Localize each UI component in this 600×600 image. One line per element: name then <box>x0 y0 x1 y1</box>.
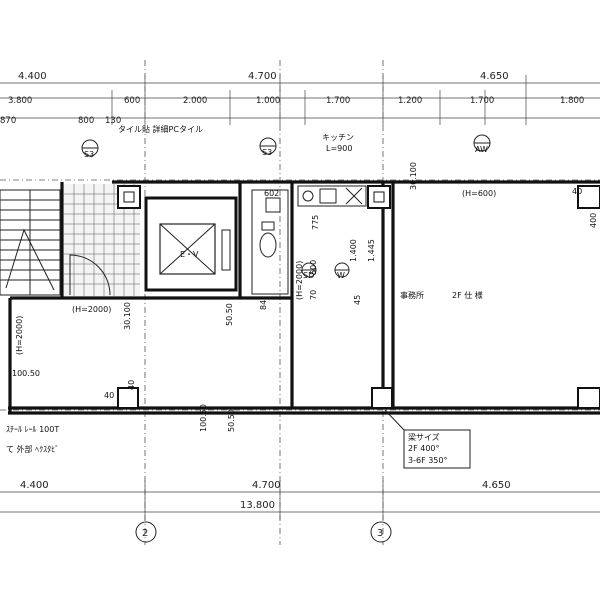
office-label: 2F 仕 様 <box>452 290 483 300</box>
ext-note: て 外部 ﾍｸｽﾀﾋﾞ <box>6 444 59 454</box>
wc-height: (H=2000) <box>295 261 304 300</box>
dim-40-c: 40 <box>572 187 582 196</box>
dim-top-sub-7: 1.700 <box>470 96 494 106</box>
spec-row-1: 2F 400° <box>408 444 440 453</box>
elevator <box>159 223 231 275</box>
dim-bottom-span-1: 4.400 <box>20 480 49 491</box>
wc-room <box>251 189 289 295</box>
room-marker-s3-mid-text: S3 <box>262 148 272 157</box>
axis-marker-2-text: 2 <box>142 528 148 539</box>
room-marker-sd: SD <box>301 262 317 280</box>
room-marker-w: W <box>334 262 350 280</box>
col-note-a: 30.100 <box>123 302 132 330</box>
kitchenette <box>297 185 367 207</box>
dim-total: 13.800 <box>240 500 275 511</box>
spec-title: 梁サイズ <box>408 432 440 442</box>
axis-marker-3-text: 3 <box>377 528 383 539</box>
staircase <box>0 189 61 296</box>
beam-spec-box: 梁サイズ 2F 400° 3-6F 350° <box>403 429 471 469</box>
dim-top-span-1: 4.400 <box>18 71 47 82</box>
dim-bottom-span-2: 4.700 <box>252 480 281 491</box>
room-marker-w-text: W <box>337 271 345 280</box>
dim-top-sub-3: 2.000 <box>183 96 207 106</box>
office-tag: 事務所 <box>400 290 424 300</box>
dim-top-span-3: 4.650 <box>480 71 509 82</box>
dim-45: 45 <box>353 295 362 305</box>
dim-bottom-span-3: 4.650 <box>482 480 511 491</box>
room-marker-s3-mid: S3 <box>259 137 277 157</box>
hall-height: (H=2000) <box>72 305 111 314</box>
office-height: (H=600) <box>462 189 496 198</box>
top-dimension-lines <box>0 75 600 125</box>
col-note-c: 100.50 <box>199 404 208 432</box>
dim-top-span-2: 4.700 <box>248 71 277 82</box>
dim-top-sub-2: 600 <box>124 96 140 106</box>
floor-left: 100.50 <box>12 369 40 378</box>
dim-top-small-3: 130 <box>105 116 121 126</box>
columns <box>117 185 600 409</box>
col-note-b: 50.50 <box>225 303 234 326</box>
dim-top-sub-8: 1.800 <box>560 96 584 106</box>
dim-775: 775 <box>311 215 320 230</box>
elevator-label: E・V <box>180 250 199 259</box>
dim-602: 602 <box>264 189 279 198</box>
dim-40-a: 40 <box>127 380 136 390</box>
axis-marker-2: 2 <box>135 521 157 543</box>
building-walls <box>8 180 600 415</box>
dim-30-100: 30.100 <box>409 162 418 190</box>
axis-marker-3: 3 <box>370 521 392 543</box>
dim-top-sub-1: 3.800 <box>8 96 32 106</box>
room-marker-aw: AW <box>473 134 491 154</box>
door-swing <box>69 254 111 296</box>
kitchen-dim: L=900 <box>326 144 352 153</box>
right-vertical-dim: 400 <box>589 213 598 228</box>
dim-top-small-1: 870 <box>0 116 16 126</box>
window-note: ｽﾁｰﾙ ﾚｰﾙ 100T <box>6 425 59 434</box>
dim-top-small-2: 800 <box>78 116 94 126</box>
dim-40-b: 40 <box>104 391 114 400</box>
hall-height-vert: (H=2000) <box>15 316 24 355</box>
dim-70: 70 <box>309 290 318 300</box>
dim-1445: 1.445 <box>367 239 376 262</box>
dim-top-sub-5: 1.700 <box>326 96 350 106</box>
spec-row-2: 3-6F 350° <box>408 456 447 465</box>
room-marker-s3-left: S3 <box>81 139 99 159</box>
room-marker-sd-text: SD <box>303 271 314 280</box>
kitchen-label: キッチン <box>322 133 354 142</box>
room-marker-s3-left-text: S3 <box>84 150 94 159</box>
bottom-dimension-lines <box>0 480 600 520</box>
dim-top-sub-6: 1.200 <box>398 96 422 106</box>
dim-top-sub-4: 1.000 <box>256 96 280 106</box>
dim-84: 84 <box>259 300 268 310</box>
dim-500: 500 <box>309 260 318 275</box>
partition-note: タイル貼 詳細PCタイル <box>118 124 203 134</box>
col-note-d: 50.50 <box>227 409 236 432</box>
room-marker-aw-text: AW <box>475 145 488 154</box>
dim-1400: 1.400 <box>349 239 358 262</box>
